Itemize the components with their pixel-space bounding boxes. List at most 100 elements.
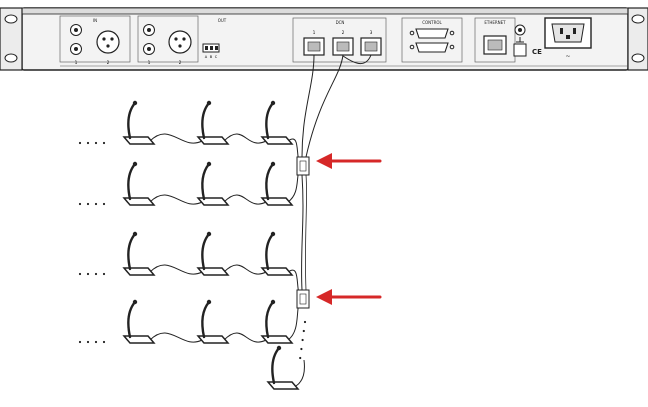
section-label-in: IN (93, 18, 97, 23)
gooseneck (201, 101, 211, 140)
trunk-cable-middle (301, 174, 304, 291)
mic-head (206, 231, 212, 237)
continuation-dot (78, 272, 82, 276)
mic-head (132, 100, 138, 106)
chain-cable (149, 194, 203, 205)
microphone-unit (196, 299, 230, 344)
gooseneck (265, 300, 275, 339)
gooseneck (265, 162, 275, 201)
terminal-mark-a: A (205, 55, 208, 59)
dcn-port-number-1: 1 (313, 30, 316, 35)
port-link-cable (342, 54, 372, 64)
dcn-port-section: DCN 1 2 3 (292, 17, 387, 63)
gooseneck (127, 232, 137, 271)
continuation-dot (78, 340, 82, 344)
unit-base (196, 267, 230, 276)
splitter-window (299, 160, 307, 172)
tail-cable (295, 359, 305, 387)
callout-arrow (316, 289, 382, 305)
unit-base (260, 267, 294, 276)
unit-base (260, 197, 294, 206)
continuation-dot (94, 141, 98, 145)
continuation-dot (300, 347, 303, 351)
gooseneck (271, 346, 281, 385)
microphone-unit (260, 161, 294, 206)
mic-head (206, 161, 212, 167)
ground-label-box (513, 43, 527, 57)
dcn-port-1[interactable] (303, 37, 325, 56)
xlr-connector-in (96, 30, 120, 54)
dcn-port-2[interactable] (332, 37, 354, 56)
terminal-block: A B C (202, 43, 220, 59)
unit-base (266, 381, 300, 390)
dcn-port-number-3: 3 (370, 30, 373, 35)
audio-out-section: OUT 1 2 (137, 15, 227, 65)
dcn-port-number-2: 2 (342, 30, 345, 35)
continuation-dot (94, 202, 98, 206)
microphone-unit (122, 299, 156, 344)
splitter-body (296, 289, 310, 309)
gooseneck (201, 162, 211, 201)
arrow-head (316, 289, 332, 305)
serial-port-bottom[interactable] (409, 42, 455, 53)
microphone-unit (260, 100, 294, 145)
mic-head (206, 299, 212, 305)
mic-head (276, 345, 282, 351)
mic-head (270, 100, 276, 106)
power-label: ~ (565, 53, 570, 60)
continuation-dot (102, 202, 106, 206)
continuation-dot (94, 340, 98, 344)
power-inlet[interactable]: ~ (544, 17, 592, 60)
gooseneck (127, 162, 137, 201)
mounting-hole-right-top (631, 14, 645, 24)
cables (149, 54, 372, 387)
continuation-dot (102, 272, 106, 276)
section-label-dcn: DCN (336, 20, 345, 25)
continuation-dot (102, 340, 106, 344)
chain-cable (223, 264, 267, 275)
mic-head (270, 161, 276, 167)
splitter-boxes (296, 156, 310, 309)
trunk-cable-1 (301, 54, 315, 158)
rack-ear-right (627, 7, 648, 71)
dcn-port-3[interactable] (360, 37, 382, 56)
terminal-mark-b: B (210, 55, 213, 59)
gooseneck (265, 232, 275, 271)
serial-port-top[interactable] (409, 28, 455, 39)
section-label-ethernet: ETHERNET (484, 20, 506, 25)
continuation-dot (86, 202, 90, 206)
splitter-body (296, 156, 310, 176)
unit-base (122, 335, 156, 344)
continuation-dot (302, 329, 305, 333)
unit-base (122, 136, 156, 145)
splitter-window (299, 293, 307, 305)
continuation-dot (299, 356, 302, 360)
continuation-dot (78, 202, 82, 206)
ethernet-section: ETHERNET (474, 17, 516, 63)
continuation-dot (86, 340, 90, 344)
gooseneck (201, 300, 211, 339)
callout-arrow (316, 153, 382, 169)
continuation-dot (301, 338, 304, 342)
unit-base (260, 335, 294, 344)
chain-cable (223, 133, 267, 144)
unit-base (196, 335, 230, 344)
mic-head (132, 161, 138, 167)
mic-head (206, 100, 212, 106)
continuation-dot (303, 320, 307, 324)
microphone-units (78, 100, 307, 390)
chain-cable (223, 332, 267, 343)
gooseneck (201, 232, 211, 271)
section-label-out: OUT (218, 18, 227, 23)
ethernet-port[interactable] (483, 35, 507, 55)
port-number-out-1: 1 (148, 60, 151, 65)
continuation-dot (78, 141, 82, 145)
rack-ear-left (0, 7, 23, 71)
continuation-dot (94, 272, 98, 276)
unit-base (196, 136, 230, 145)
port-number-out-2: 2 (179, 60, 182, 65)
terminal-mark-c: C (215, 55, 218, 59)
chain-cable (223, 194, 267, 205)
trunk-cable-2 (305, 54, 344, 158)
